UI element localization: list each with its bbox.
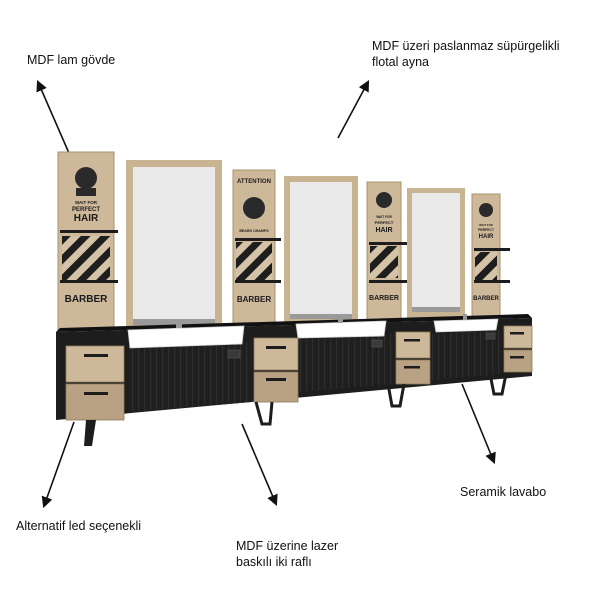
- decor-panel-4: WAIT FOR PERFECT HAIR BARBER: [471, 193, 510, 319]
- mirror-1: [126, 160, 222, 332]
- sink-3: [433, 318, 499, 333]
- arrow-ceramic-sink: [461, 383, 496, 465]
- drawer-unit-2: [253, 337, 299, 403]
- panel1-footer: BARBER: [65, 294, 109, 305]
- leg-4: [488, 373, 508, 396]
- panel2-heading: ATTENTION: [237, 179, 271, 185]
- barber-portrait-icon: [75, 167, 97, 189]
- barber-portrait-icon-3: [479, 203, 493, 217]
- leg-1: [84, 420, 96, 446]
- drawer-handle: [84, 354, 108, 357]
- sink-2: [295, 320, 387, 339]
- base-cabinet: [56, 314, 533, 446]
- label-mdf-body: MDF lam gövde: [27, 53, 116, 67]
- panel2-footer: BARBER: [237, 295, 271, 304]
- arrow-laser-print: [241, 423, 278, 507]
- label-led-option: Alternatif led seçenekli: [16, 519, 142, 533]
- label-laser-line2: baskılı iki raflı: [236, 555, 312, 569]
- shelf-2b: [235, 280, 281, 283]
- barber-portrait-icon-2: [376, 192, 392, 208]
- drawer-handle: [404, 366, 420, 369]
- drawer-handle: [510, 356, 524, 359]
- panel1-line2: PERFECT: [72, 207, 100, 213]
- panel4-line2: PERFECT: [478, 228, 495, 232]
- decor-panel-1: WAIT FOR PERFECT HAIR BARBER: [57, 151, 118, 331]
- panel4-line3: HAIR: [479, 234, 494, 240]
- decor-panel-2: ATTENTION BEARD CHAMPS BARBER: [232, 169, 281, 329]
- drawer-handle: [404, 339, 420, 342]
- panel2-line1: BEARD CHAMPS: [239, 229, 269, 233]
- drawer-handle: [266, 346, 286, 349]
- drawer-handle: [84, 392, 108, 395]
- panel3-line2: PERFECT: [375, 220, 394, 225]
- power-outlet-icon-2: [371, 339, 383, 348]
- arrow-mdf-body: [36, 79, 73, 161]
- power-outlet-icon-1: [227, 349, 241, 359]
- shelf-3b: [369, 280, 409, 283]
- skull-icon: [243, 197, 265, 219]
- panel4-footer: BARBER: [473, 296, 499, 302]
- sink-1: [127, 325, 245, 349]
- arrow-led-option: [41, 421, 75, 509]
- panel4-line1: WAIT FOR: [479, 223, 493, 227]
- label-mirror-line1: MDF üzeri paslanmaz süpürgelikli: [372, 39, 560, 53]
- label-mirror-line2: flotal ayna: [372, 55, 429, 69]
- decor-panel-3: WAIT FOR PERFECT HAIR BARBER: [366, 181, 409, 323]
- shelf-1a: [60, 230, 118, 233]
- shelf-1b: [60, 280, 118, 283]
- shelf-4a: [474, 248, 510, 251]
- label-mirror: MDF üzeri paslanmaz süpürgelikli flotal …: [372, 38, 560, 70]
- shelf-2a: [235, 238, 281, 241]
- mirror-3: [407, 188, 465, 318]
- arrow-mirror: [337, 80, 370, 139]
- panel3-line3: HAIR: [375, 227, 392, 234]
- drawer-unit-4: [503, 325, 533, 373]
- drawer-handle: [510, 332, 524, 335]
- label-laser-line1: MDF üzerine lazer: [236, 539, 339, 553]
- drawer-handle: [266, 378, 286, 381]
- power-outlet-icon-3: [485, 332, 496, 340]
- panel3-line1: WAIT FOR: [376, 215, 392, 219]
- leg-3: [386, 383, 406, 408]
- mirror-2: [284, 176, 358, 326]
- drawer-unit-3: [395, 331, 431, 385]
- panel1-line1: WAIT FOR: [75, 200, 98, 205]
- drawer-unit-1: [65, 345, 125, 421]
- shelf-4b: [474, 280, 510, 283]
- label-ceramic-sink: Seramik lavabo: [460, 485, 547, 499]
- panel1-line3: HAIR: [74, 213, 99, 224]
- leg-2: [254, 401, 274, 426]
- label-laser-print: MDF üzerine lazer baskılı iki raflı: [236, 538, 338, 570]
- panel3-footer: BARBER: [369, 295, 399, 302]
- shelf-3a: [369, 242, 409, 245]
